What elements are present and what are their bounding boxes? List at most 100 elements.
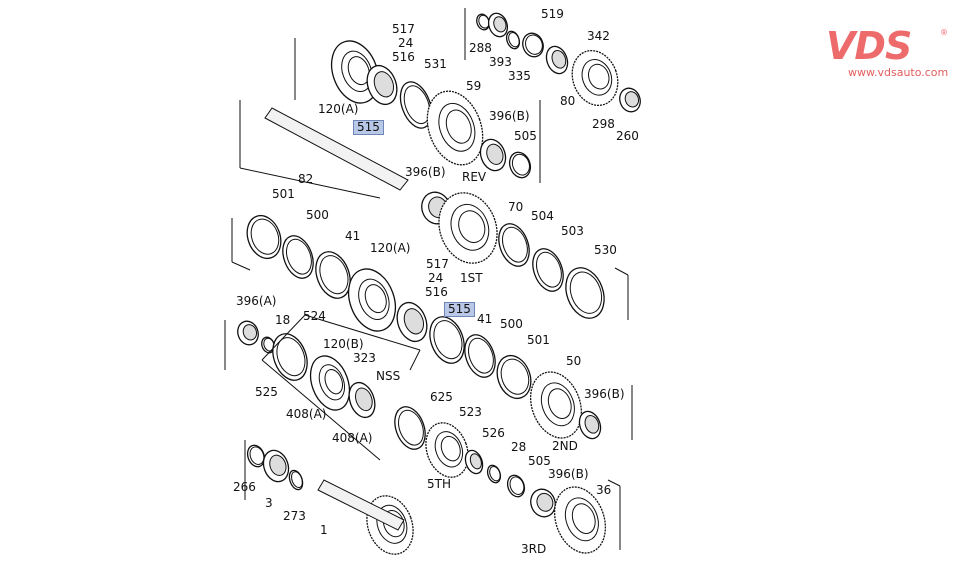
gear-50	[529, 371, 583, 439]
part-callout: 519	[541, 7, 564, 21]
ring-41-outline	[429, 316, 465, 364]
ring-531	[399, 81, 433, 129]
flange-342-outline	[588, 63, 610, 90]
bearing-3	[262, 449, 290, 483]
part-callout: 82	[298, 172, 314, 186]
bracket-line	[261, 314, 306, 361]
bush-505-outline	[509, 476, 525, 495]
part-callout: 625	[430, 390, 453, 404]
sleeve-519	[522, 32, 544, 58]
part-callout: 1	[320, 523, 328, 537]
ring-41	[429, 316, 465, 364]
ring-625	[394, 406, 426, 450]
ring-501	[496, 354, 532, 400]
part-callout: 1ST	[460, 271, 483, 285]
ring-500-outline	[282, 235, 314, 279]
ring-503-outline	[536, 251, 562, 288]
hub-515	[366, 64, 398, 106]
gear-50-outline	[547, 388, 572, 419]
bracket-line	[261, 359, 381, 461]
part-callout: 526	[482, 426, 505, 440]
bush-505	[508, 151, 532, 179]
ring-530-outline	[565, 267, 605, 319]
part-callout: 396(B)	[584, 387, 625, 401]
ring-530-outline	[569, 271, 603, 314]
ring-41-outline	[315, 251, 351, 299]
ring-503	[532, 248, 564, 292]
bearing-396b-outline	[536, 492, 554, 512]
bearing-526-outline	[469, 453, 482, 470]
part-callout: 523	[459, 405, 482, 419]
part-callout: 501	[527, 333, 550, 347]
bracket-line	[607, 479, 621, 487]
gear-523-outline	[440, 435, 461, 462]
part-callout-highlighted[interactable]: 515	[444, 302, 475, 317]
ring-28	[486, 464, 502, 484]
part-callout: 266	[233, 480, 256, 494]
part-callout: 120(A)	[370, 241, 411, 255]
bearing-396b	[530, 488, 556, 518]
ring-504-outline	[502, 226, 528, 263]
gear-59-outline	[445, 109, 472, 144]
part-callout: 41	[477, 312, 493, 326]
ring-500-outline	[464, 334, 496, 378]
part-callout: 260	[616, 129, 639, 143]
part-callout: 500	[306, 208, 329, 222]
bearing-393	[487, 12, 509, 38]
ring-501-outline	[246, 214, 282, 260]
part-callout: 408(A)	[332, 431, 373, 445]
vds-logo: ® VDS www.vdsauto.com	[826, 26, 950, 79]
ring-266-outline	[249, 446, 265, 465]
part-callout: 80	[560, 94, 576, 108]
part-callout-highlighted[interactable]: 515	[353, 120, 384, 135]
seal-288	[476, 13, 490, 31]
part-callout: 505	[528, 454, 551, 468]
nut-260-outline	[624, 91, 640, 108]
hub-515	[396, 301, 428, 343]
part-callout: 503	[561, 224, 584, 238]
part-callout: 50	[566, 354, 582, 368]
part-callout: 36	[596, 483, 612, 497]
ring-504	[498, 223, 530, 267]
ring-335	[505, 30, 521, 50]
part-callout: 517	[392, 22, 415, 36]
ring-525-outline	[276, 337, 306, 377]
gear-36-outline	[571, 503, 596, 534]
bracket-line	[231, 261, 251, 271]
ring-501-outline	[500, 358, 530, 395]
part-callout: 500	[500, 317, 523, 331]
part-callout: 18	[275, 313, 291, 327]
part-callout: 396(B)	[405, 165, 446, 179]
part-callout: 504	[531, 209, 554, 223]
gear-523	[425, 422, 469, 478]
part-callout: 59	[466, 79, 482, 93]
gear-59	[426, 90, 484, 166]
registered-mark: ®	[940, 28, 948, 37]
bracket-line	[409, 349, 421, 371]
part-callout: 41	[345, 229, 361, 243]
part-callout: 24	[428, 271, 444, 285]
ring-41-outline	[319, 255, 349, 295]
sleeve-120a	[347, 268, 397, 332]
logo-brand: VDS	[826, 24, 912, 68]
ring-503-outline	[532, 248, 564, 292]
part-callout: 323	[353, 351, 376, 365]
main-shaft-82	[264, 107, 409, 191]
part-callout: 393	[489, 55, 512, 69]
sleeve-120b	[309, 355, 351, 411]
part-callout: 396(A)	[236, 294, 277, 308]
ring-273	[288, 469, 304, 491]
bearing-3-outline	[269, 454, 287, 476]
part-callout: 505	[514, 129, 537, 143]
ring-531-outline	[403, 85, 431, 125]
part-callout: 501	[272, 187, 295, 201]
bearing-396a-outline	[242, 324, 258, 341]
bearing-396b	[479, 138, 507, 172]
ring-273-outline	[291, 471, 303, 489]
part-callout: 28	[511, 440, 527, 454]
part-callout: 396(B)	[489, 109, 530, 123]
bracket-line	[614, 267, 629, 276]
ring-625-outline	[394, 406, 426, 450]
bracket-line	[304, 314, 421, 351]
ring-501	[246, 214, 282, 260]
